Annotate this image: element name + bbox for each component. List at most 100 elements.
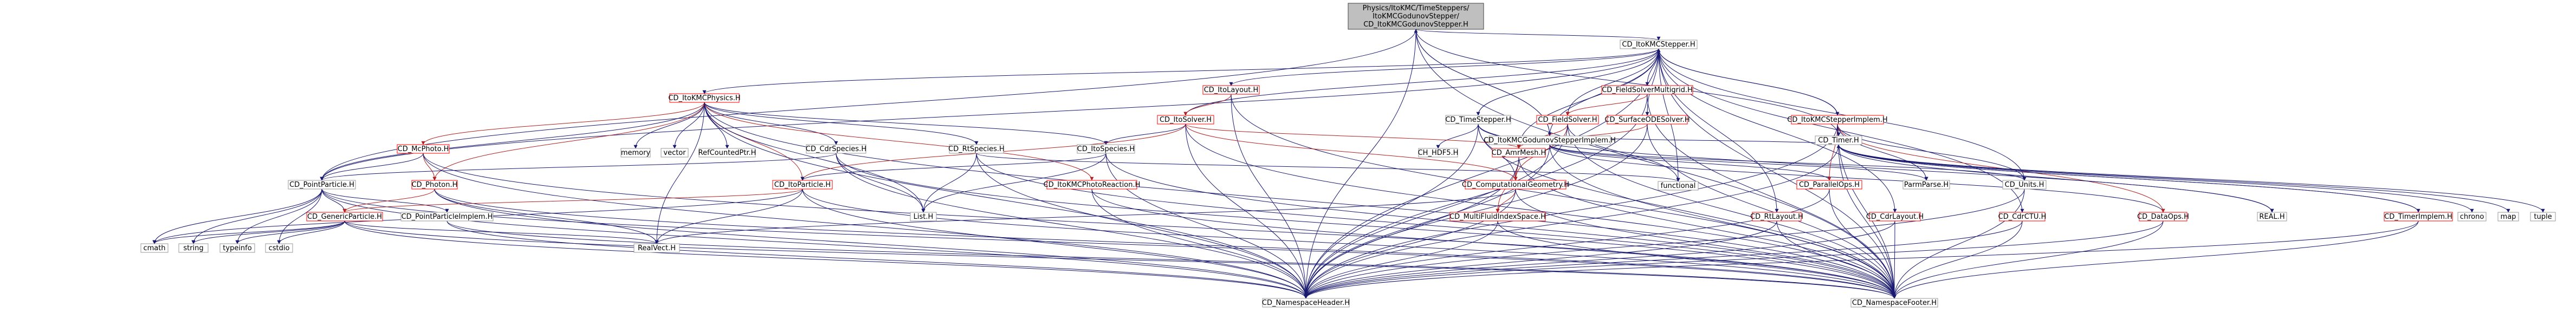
node-label: typeinfo [223,244,251,252]
node-box [1536,115,1599,125]
node-compgeom[interactable]: CD_ComputationalGeometry.H [1462,180,1569,190]
node-label: CD_NamespaceFooter.H [1852,299,1937,307]
edge-units-to-nsheader [1304,188,2025,299]
node-label: CD_ItoSpecies.H [1077,145,1135,153]
node-map[interactable]: map [2497,212,2519,222]
node-rtspecies[interactable]: CD_RtSpecies.H [948,144,1005,154]
node-genericparticle[interactable]: CD_GenericParticle.H [306,212,383,222]
node-box [620,148,651,158]
node-cmath[interactable]: cmath [140,243,169,253]
node-typeinfo[interactable]: typeinfo [219,243,255,253]
node-dataops[interactable]: CD_DataOps.H [2137,212,2189,222]
node-rtlayout[interactable]: CD_RtLayout.H [1750,212,1803,222]
node-refcounted[interactable]: RefCountedPtr.H [698,148,756,158]
node-parallelops[interactable]: CD_ParallelOps.H [1796,180,1862,190]
node-label: CD_Photon.H [412,181,458,189]
node-physics[interactable]: CD_ItoKMCPhysics.H [668,93,741,103]
node-godunov_impl[interactable]: CD_ItoKMCGodunovStepperImplem.H [1484,135,1616,145]
edge-cdrlayout-to-nsfooter [1892,220,1897,299]
node-timestepper[interactable]: CD_TimeStepper.H [1445,115,1511,125]
node-timer[interactable]: CD_Timer.H [1815,135,1862,145]
node-cdrlayout[interactable]: CD_CdrLayout.H [1866,212,1924,222]
node-realvect[interactable]: RealVect.H [633,243,680,253]
node-cdrctu[interactable]: CD_CdrCTU.H [1998,212,2047,222]
edge-photon-to-nsfooter [434,188,1897,299]
node-units[interactable]: CD_Units.H [2002,180,2047,190]
node-box [1815,135,1862,145]
node-timerimplem[interactable]: CD_TimerImplem.H [2384,212,2453,222]
node-nsheader[interactable]: CD_NamespaceHeader.H [1262,298,1350,308]
node-label: CD_FieldSolver.H [1538,116,1597,124]
node-pp_implem[interactable]: CD_PointParticleImplem.H [400,212,494,222]
node-root[interactable]: Physics/ItoKMC/TimeSteppers/ItoKMCGoduno… [1348,3,1484,30]
edge-itolayout-to-itosolver [1183,94,1232,116]
node-surfaceode[interactable]: CD_SurfaceODESolver.H [1604,115,1690,125]
node-label: vector [663,149,686,157]
node-vector[interactable]: vector [661,148,689,158]
node-fieldsolver_mg[interactable]: CD_FieldSolverMultigrid.H [1601,85,1693,95]
edge-itoparticle-to-nsfooter [802,188,1897,299]
node-itospecies[interactable]: CD_ItoSpecies.H [1077,144,1135,154]
node-mcphoto[interactable]: CD_McPhoto.H [397,144,450,154]
node-cstdio[interactable]: cstdio [265,243,293,253]
node-box [1418,148,1458,158]
edge-itospecies-to-itoparticle [800,153,1106,181]
node-label: CD_GenericParticle.H [307,213,382,221]
edge-pointparticle-to-cmath [152,188,322,244]
edge-timestepper-to-nsfooter [1478,123,1897,299]
node-itosolver[interactable]: CD_ItoSolver.H [1157,115,1214,125]
node-multifluid[interactable]: CD_MultiFluidIndexSpace.H [1449,212,1546,222]
node-string[interactable]: string [178,243,209,253]
node-box [2457,212,2487,222]
edge-pp_implem-to-nsfooter [446,220,1897,299]
node-chrono[interactable]: chrono [2457,212,2487,222]
edge-stepper-to-pointparticle [320,48,1659,181]
edge-fieldsolver_mg-to-nsheader [1304,94,1648,299]
node-box [1157,115,1214,125]
node-pointparticle[interactable]: CD_PointParticle.H [288,180,356,190]
node-itoparticle[interactable]: CD_ItoParticle.H [772,180,833,190]
edge-fieldsolver-to-nsheader [1304,123,1568,299]
node-ch_hdf5[interactable]: CH_HDF5.H [1418,148,1459,158]
edge-rtspecies-to-functional [976,153,1680,182]
node-tuple[interactable]: tuple [2530,212,2556,222]
node-itolayout[interactable]: CD_ItoLayout.H [1202,85,1260,95]
edge-stepper-to-cdrlayout [1658,48,1897,213]
node-box [2384,212,2453,222]
node-box [1202,85,1260,95]
edge-parallelops-to-nsfooter [1829,188,1897,299]
node-stepper[interactable]: CD_ItoKMCStepper.H [1620,40,1698,49]
node-label-line: ItoKMCGodunovStepper/ [1373,12,1459,21]
node-photon[interactable]: CD_Photon.H [411,180,458,190]
node-realh[interactable]: REAL.H [2257,212,2287,222]
node-amrmesh[interactable]: CD_AmrMesh.H [1492,148,1546,158]
node-label: CD_Units.H [2005,181,2044,189]
node-label: CD_CdrSpecies.H [806,145,866,153]
node-parmparse[interactable]: ParmParse.H [1902,180,1950,190]
node-box [1902,180,1950,190]
node-label: CH_HDF5.H [1418,149,1459,157]
node-label: CD_NamespaceHeader.H [1262,299,1350,307]
node-nsfooter[interactable]: CD_NamespaceFooter.H [1850,298,1938,308]
edge-root-to-pointparticle [320,29,1416,181]
node-label: CD_DataOps.H [2137,213,2189,221]
node-photoreaction[interactable]: CD_ItoKMCPhotoReaction.H [1044,180,1141,190]
edge-physics-to-pointparticle [320,102,705,181]
node-cdrspecies[interactable]: CD_CdrSpecies.H [806,144,866,154]
edge-pointparticle-to-genericparticle [321,188,347,213]
node-label: CD_ItoKMCPhotoReaction.H [1044,181,1141,189]
node-fieldsolver[interactable]: CD_FieldSolver.H [1536,115,1599,125]
edge-root-to-nsfooter [1415,29,1897,299]
edge-parallelops-to-nsheader [1304,188,1830,299]
node-functional[interactable]: functional [1658,181,1699,191]
node-stepper_impl[interactable]: CD_ItoKMCStepperImplem.H [1787,115,1888,125]
node-memory[interactable]: memory [620,148,651,158]
edge-mcphoto-to-photon [423,153,437,181]
node-label: CD_CdrLayout.H [1866,213,1924,221]
edge-physics-to-cdrspecies [704,102,838,145]
edge-photon-to-realvect [434,188,659,244]
node-listh[interactable]: List.H [910,212,937,222]
edge-dataops-to-nsfooter [1892,220,2164,299]
node-box [1077,144,1135,154]
edge-timestepper-to-ch_hdf5 [1436,123,1479,149]
